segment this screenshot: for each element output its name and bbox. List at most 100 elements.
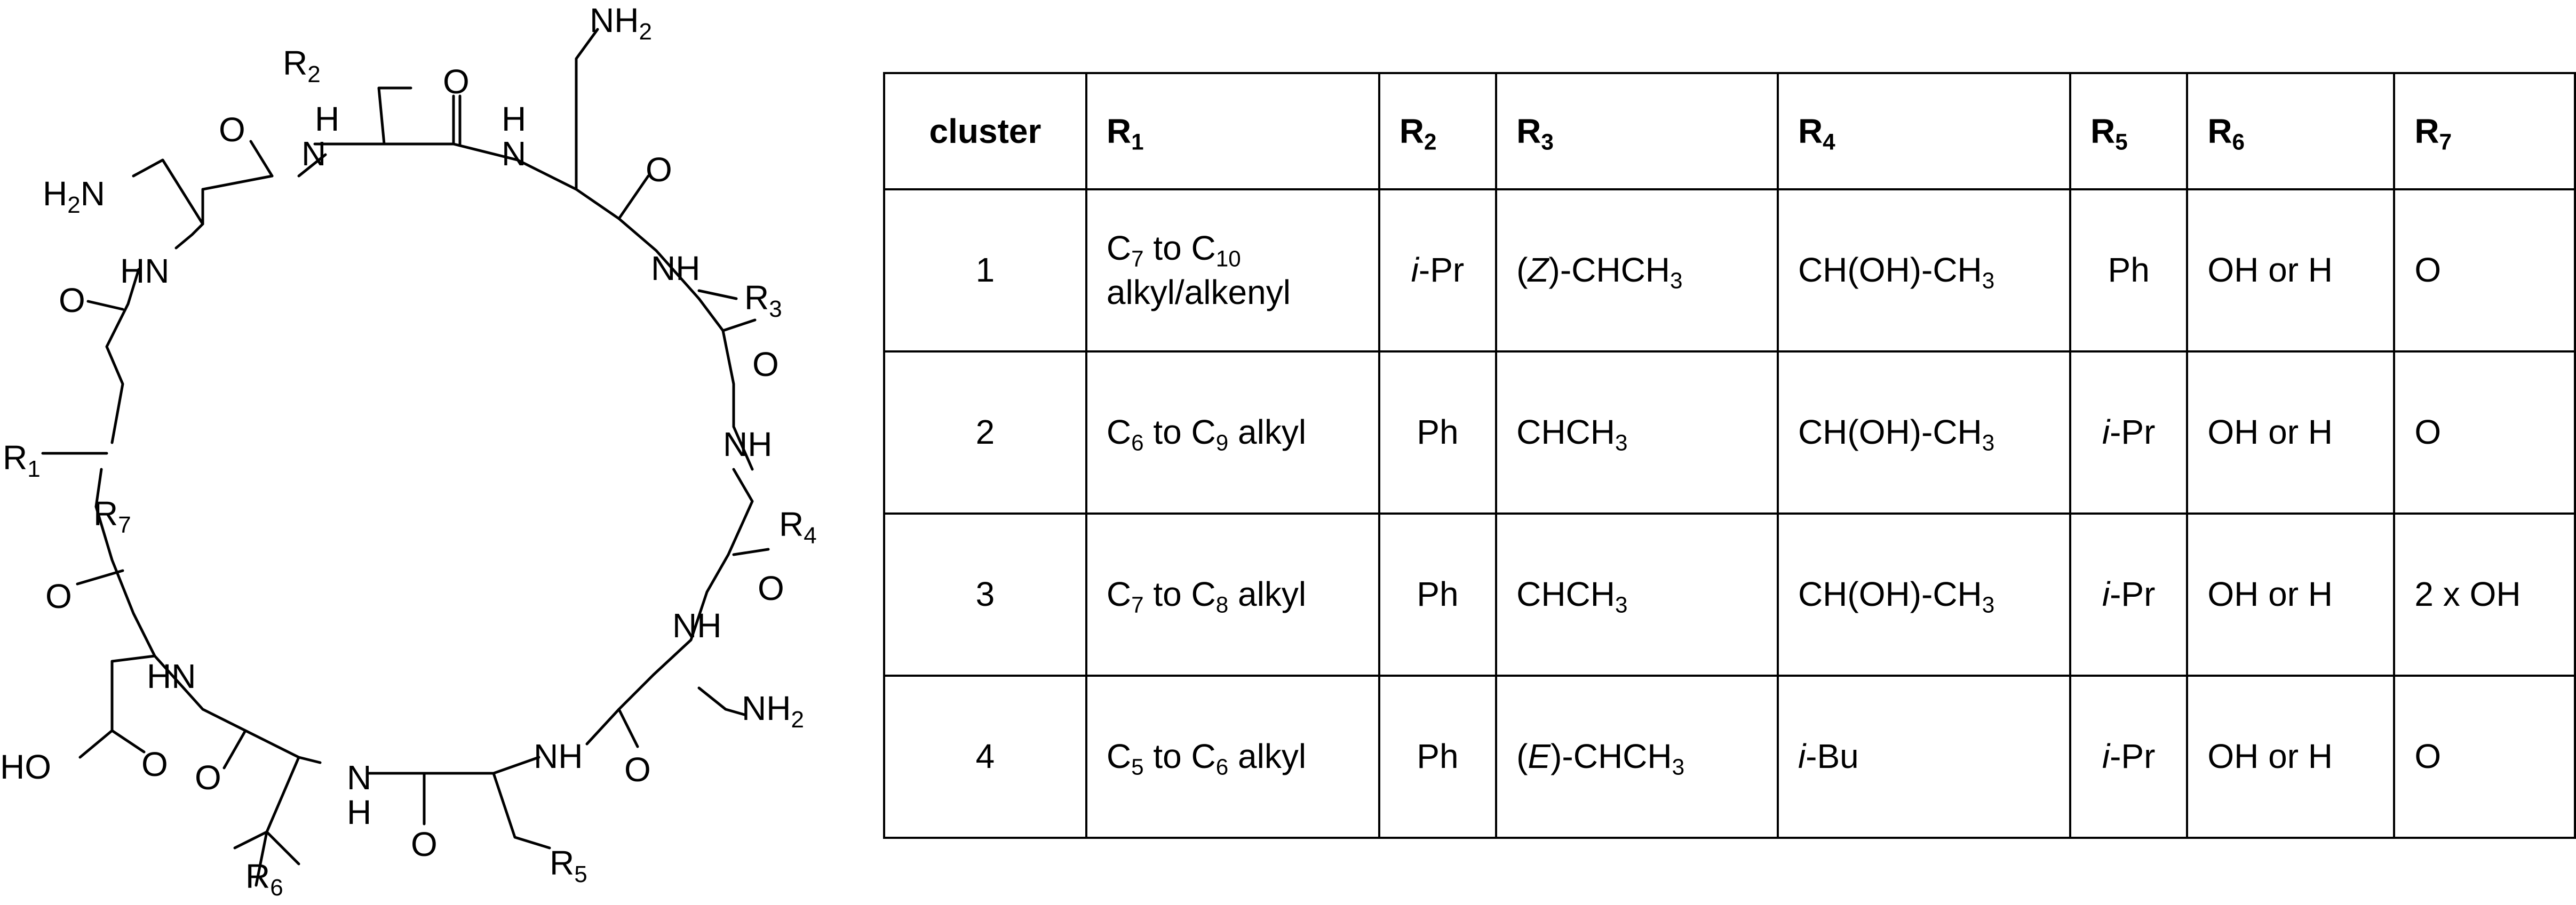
label-h: H [315, 100, 339, 138]
cell-r7: O [2393, 350, 2576, 515]
header-r1: R1 [1085, 72, 1380, 190]
label-r1: R1 [3, 438, 41, 482]
label-o: O [219, 110, 245, 149]
carbonyl-bond [110, 729, 146, 754]
label-o: O [411, 825, 438, 863]
label-h: H [347, 793, 371, 831]
ring-bond [201, 174, 274, 226]
label-r7: R7 [93, 494, 131, 538]
carbonyl-bond [617, 708, 639, 748]
label-hn: HN [147, 657, 196, 695]
cell-r3: (E)-CHCH3 [1495, 675, 1779, 839]
label-o: O [752, 345, 779, 383]
cell-cluster: 2 [883, 350, 1087, 515]
carbonyl-bond [86, 300, 124, 311]
label-o: O [758, 569, 784, 607]
header-r7: R7 [2393, 72, 2576, 190]
label-ho: HO [0, 748, 51, 786]
side-chain-bond [265, 830, 300, 866]
label-nh: NH [672, 606, 721, 645]
cell-r5: i-Pr [2069, 675, 2189, 839]
side-chain-bond [492, 772, 551, 850]
header-r5: R5 [2069, 72, 2189, 190]
cell-cluster: 4 [883, 675, 1087, 839]
side-chain-bond [377, 86, 412, 146]
label-r3: R3 [744, 278, 782, 322]
ring-bond [174, 222, 204, 250]
cell-r4: i-Bu [1776, 675, 2071, 839]
ring-bond [585, 468, 754, 746]
side-chain-bond [732, 425, 754, 471]
side-chain-bond [255, 830, 268, 887]
label-o: O [443, 62, 470, 101]
label-nh: NH [651, 249, 700, 287]
cell-r2: Ph [1378, 512, 1498, 677]
cell-r3: CHCH3 [1495, 512, 1779, 677]
label-nh: NH [723, 425, 772, 463]
label-nh2: NH2 [742, 689, 804, 733]
carbonyl-bond [721, 318, 757, 332]
cell-r5: i-Pr [2069, 512, 2189, 677]
header-cluster: cluster [883, 72, 1087, 190]
cell-cluster: 3 [883, 512, 1087, 677]
cell-r4: CH(OH)-CH3 [1776, 350, 2071, 515]
cell-r2: Ph [1378, 675, 1498, 839]
carbonyl-bond [617, 174, 650, 220]
cell-r3: CHCH3 [1495, 350, 1779, 515]
label-h: H [502, 100, 526, 138]
label-o: O [624, 750, 651, 789]
header-r6: R6 [2186, 72, 2396, 190]
cell-r4: CH(OH)-CH3 [1776, 188, 2071, 353]
label-o: O [646, 150, 672, 189]
cell-r5: i-Pr [2069, 350, 2189, 515]
label-n: N [502, 134, 526, 173]
cell-r6: OH or H [2186, 188, 2396, 353]
cell-cluster: 1 [883, 188, 1087, 353]
ring-bond [452, 142, 735, 428]
cell-r1: C7 to C8 alkyl [1085, 512, 1380, 677]
cell-r7: O [2393, 675, 2576, 839]
label-h2n: H2N [43, 174, 105, 218]
label-n: N [347, 758, 371, 797]
label-r2: R2 [283, 44, 321, 87]
side-chain-bond [575, 28, 599, 191]
cell-r1: C6 to C9 alkyl [1085, 350, 1380, 515]
label-o: O [59, 281, 85, 319]
ring-bond [105, 268, 140, 444]
ring-bond [367, 756, 540, 775]
header-r3: R3 [1495, 72, 1779, 190]
cell-r1: C5 to C6 alkyl [1085, 675, 1380, 839]
header-r2: R2 [1378, 72, 1498, 190]
label-r6: R6 [245, 857, 283, 901]
carbonyl-bond [249, 140, 274, 178]
label-o: O [141, 745, 168, 783]
cell-r5: Ph [2069, 188, 2189, 353]
label-n: N [301, 134, 326, 173]
cell-r6: OH or H [2186, 350, 2396, 515]
cell-r3: (Z)-CHCH3 [1495, 188, 1779, 353]
cell-r7: O [2393, 188, 2576, 353]
cell-r7: 2 x OH [2393, 512, 2576, 677]
ring-bond [297, 153, 327, 178]
header-r4: R4 [1776, 72, 2071, 190]
carbonyl-bond [732, 548, 770, 556]
label-r5: R5 [550, 844, 587, 887]
label-nh2: NH2 [590, 1, 652, 45]
cell-r4: CH(OH)-CH3 [1776, 512, 2071, 677]
label-r4: R4 [779, 505, 817, 549]
side-chain-bond [78, 654, 156, 759]
carbonyl-bond [222, 729, 247, 770]
alkene-bond [697, 289, 738, 300]
cell-r6: OH or H [2186, 675, 2396, 839]
cell-r1: C7 to C10 alkyl/alkenyl [1085, 188, 1380, 353]
label-hn: HN [120, 252, 169, 290]
cell-r2: Ph [1378, 350, 1498, 515]
